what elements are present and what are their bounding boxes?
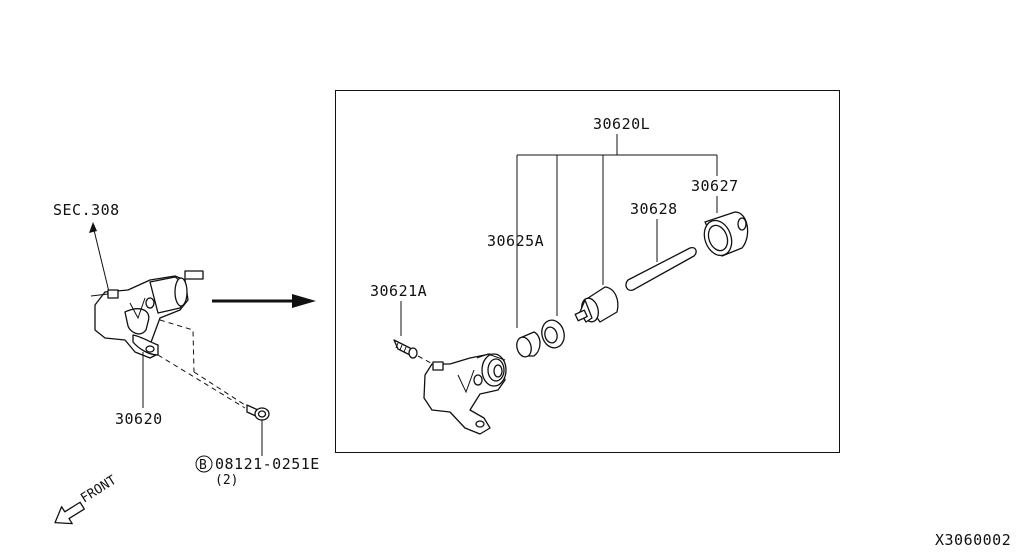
bolt-symbol: B xyxy=(199,458,207,473)
part-30620L-label: 30620L xyxy=(593,115,650,133)
sec-308-label: SEC.308 xyxy=(53,201,120,219)
kit-bracket xyxy=(516,134,718,328)
part-30628-label: 30628 xyxy=(630,200,678,218)
piston-part xyxy=(574,286,619,323)
arrow-up-icon xyxy=(89,222,111,297)
part-30625A-label: 30625A xyxy=(487,232,544,250)
bolt-part-number: 08121-0251E xyxy=(215,455,320,473)
bolt-part xyxy=(246,404,270,421)
slave-cylinder-body xyxy=(423,353,507,435)
seal-part xyxy=(541,319,565,349)
part-30627-label: 30627 xyxy=(691,177,739,195)
slave-cylinder-left xyxy=(90,270,204,359)
part-30621A-label: 30621A xyxy=(370,282,427,300)
arrow-right-icon xyxy=(212,294,316,308)
part-30620-label: 30620 xyxy=(115,410,163,428)
bolt-quantity: (2) xyxy=(215,473,238,488)
diagram-id: X3060002 xyxy=(935,531,1011,549)
exploded-view-frame xyxy=(335,90,840,453)
boot-part xyxy=(703,211,749,257)
bleeder-screw-part xyxy=(393,339,418,359)
cup-part xyxy=(516,331,541,358)
bolt-callout: B 08121-0251E (2) xyxy=(195,455,320,488)
front-arrow-icon xyxy=(54,501,85,525)
front-label: FRONT xyxy=(78,473,119,507)
push-rod-part xyxy=(625,246,697,291)
